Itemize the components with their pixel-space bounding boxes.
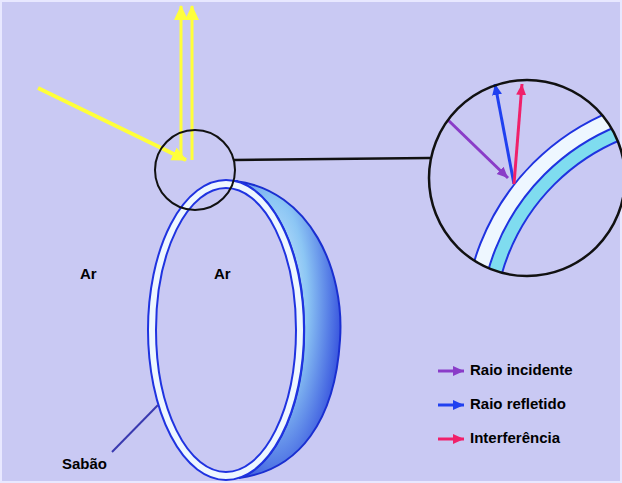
region-label: Ar bbox=[80, 266, 97, 283]
legend-arrow bbox=[438, 404, 464, 407]
legend-text: Raio incidente bbox=[470, 362, 573, 379]
part-label: Sabão bbox=[62, 456, 107, 473]
legend-arrow bbox=[438, 370, 464, 373]
legend-text: Interferência bbox=[470, 430, 560, 447]
legend-arrow bbox=[438, 438, 464, 441]
region-label: Ar bbox=[214, 266, 231, 283]
legend-text: Raio refletido bbox=[470, 396, 566, 413]
